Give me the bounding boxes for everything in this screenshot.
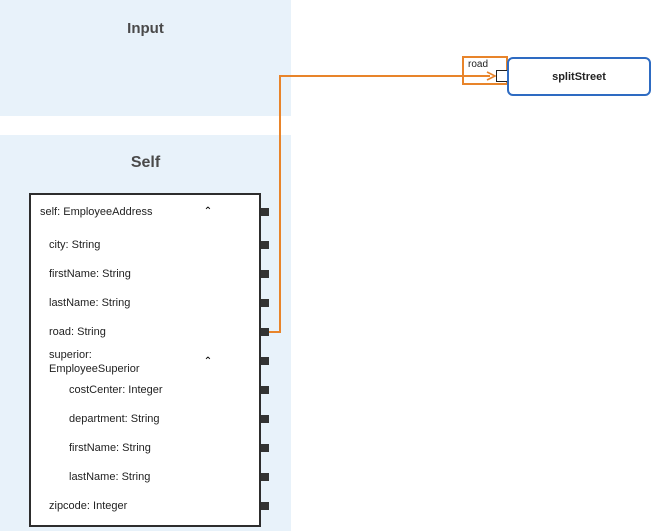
- row-cost-center-label: costCenter: Integer: [69, 384, 163, 396]
- row-last-name-port[interactable]: [261, 299, 269, 307]
- split-street-node-title: splitStreet: [552, 71, 606, 83]
- row-city-label: city: String: [49, 239, 101, 251]
- employee-address-schema: [29, 193, 261, 527]
- row-superior-last-name-label: lastName: String: [69, 471, 151, 483]
- row-city-port[interactable]: [261, 241, 269, 249]
- row-department-label: department: String: [69, 413, 160, 425]
- input-panel: Input: [0, 0, 291, 116]
- road-port-label: road: [468, 59, 489, 70]
- row-road-label: road: String: [49, 326, 106, 338]
- chevron-up-icon[interactable]: ⌃: [203, 206, 213, 217]
- row-zipcode-port[interactable]: [261, 502, 269, 510]
- row-first-name-label: firstName: String: [49, 268, 131, 280]
- row-first-name-port[interactable]: [261, 270, 269, 278]
- row-cost-center-port[interactable]: [261, 386, 269, 394]
- row-department-port[interactable]: [261, 415, 269, 423]
- row-self-employee-address-label: self: EmployeeAddress: [40, 206, 153, 218]
- row-self-employee-address-port[interactable]: [261, 208, 269, 216]
- road-connection-line[interactable]: [269, 75, 490, 333]
- row-superior-label: superior: EmployeeSuperior: [49, 349, 140, 375]
- split-street-node[interactable]: splitStreet: [507, 57, 651, 96]
- row-superior-first-name-port[interactable]: [261, 444, 269, 452]
- chevron-up-icon[interactable]: ⌃: [203, 356, 213, 367]
- row-superior-port[interactable]: [261, 357, 269, 365]
- row-road-port[interactable]: [261, 328, 269, 336]
- row-superior-last-name-port[interactable]: [261, 473, 269, 481]
- self-panel-title: Self: [130, 154, 161, 171]
- input-panel-title: Input: [127, 20, 164, 37]
- row-superior-first-name-label: firstName: String: [69, 442, 151, 454]
- row-zipcode-label: zipcode: Integer: [49, 500, 128, 512]
- row-last-name-label: lastName: String: [49, 297, 131, 309]
